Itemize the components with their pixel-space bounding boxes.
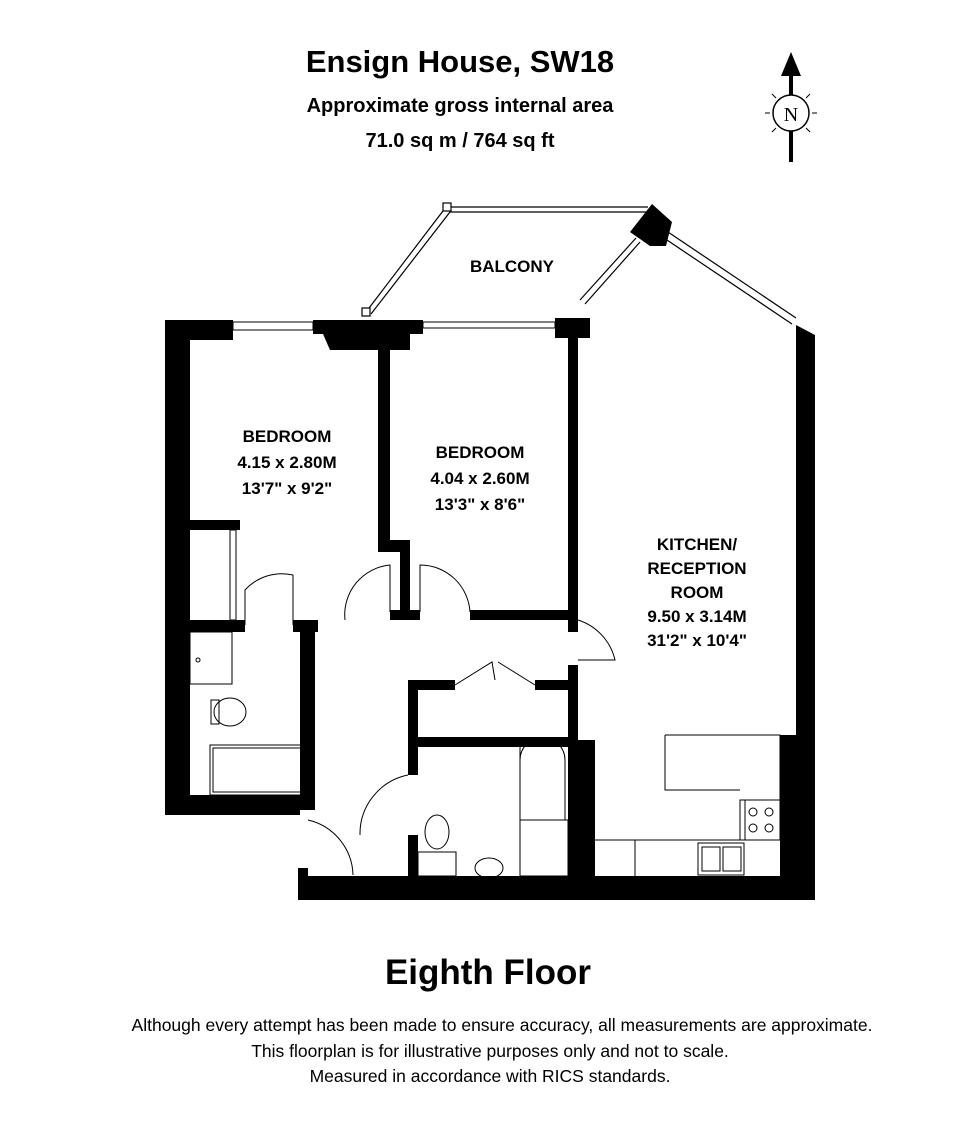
- bedroom-1-imperial: 13'7" x 9'2": [242, 479, 332, 498]
- doors-and-fixtures: [189, 321, 781, 879]
- kitchen-name-line1: KITCHEN/: [657, 535, 738, 554]
- disclaimer-line-1: Although every attempt has been made to …: [131, 1015, 873, 1035]
- kitchen-metric: 9.50 x 3.14M: [647, 607, 746, 626]
- compass-label: N: [784, 104, 798, 126]
- balcony-outline: [361, 202, 797, 325]
- bedroom-2-imperial: 13'3" x 8'6": [435, 495, 525, 514]
- walls: [165, 204, 815, 900]
- bedroom-2-name: BEDROOM: [436, 443, 525, 462]
- disclaimer-line-3: Measured in accordance with RICS standar…: [309, 1066, 671, 1086]
- kitchen-imperial: 31'2" x 10'4": [647, 631, 747, 650]
- kitchen-name-line3: ROOM: [671, 583, 724, 602]
- bedroom-1-name: BEDROOM: [243, 427, 332, 446]
- property-title: Ensign House, SW18: [305, 44, 615, 79]
- bedroom-1-metric: 4.15 x 2.80M: [237, 453, 336, 472]
- kitchen-name-line2: RECEPTION: [647, 559, 746, 578]
- disclaimer-line-2: This floorplan is for illustrative purpo…: [251, 1041, 729, 1061]
- room-labels: BALCONY BEDROOM 4.15 x 2.80M 13'7" x 9'2…: [237, 257, 747, 650]
- area-subtitle: Approximate gross internal area: [306, 95, 614, 117]
- floor-label: Eighth Floor: [384, 953, 592, 992]
- north-arrow-icon: N: [765, 52, 817, 162]
- area-value: 71.0 sq m / 764 sq ft: [365, 130, 555, 152]
- balcony-label: BALCONY: [470, 257, 555, 276]
- bedroom-2-metric: 4.04 x 2.60M: [430, 469, 529, 488]
